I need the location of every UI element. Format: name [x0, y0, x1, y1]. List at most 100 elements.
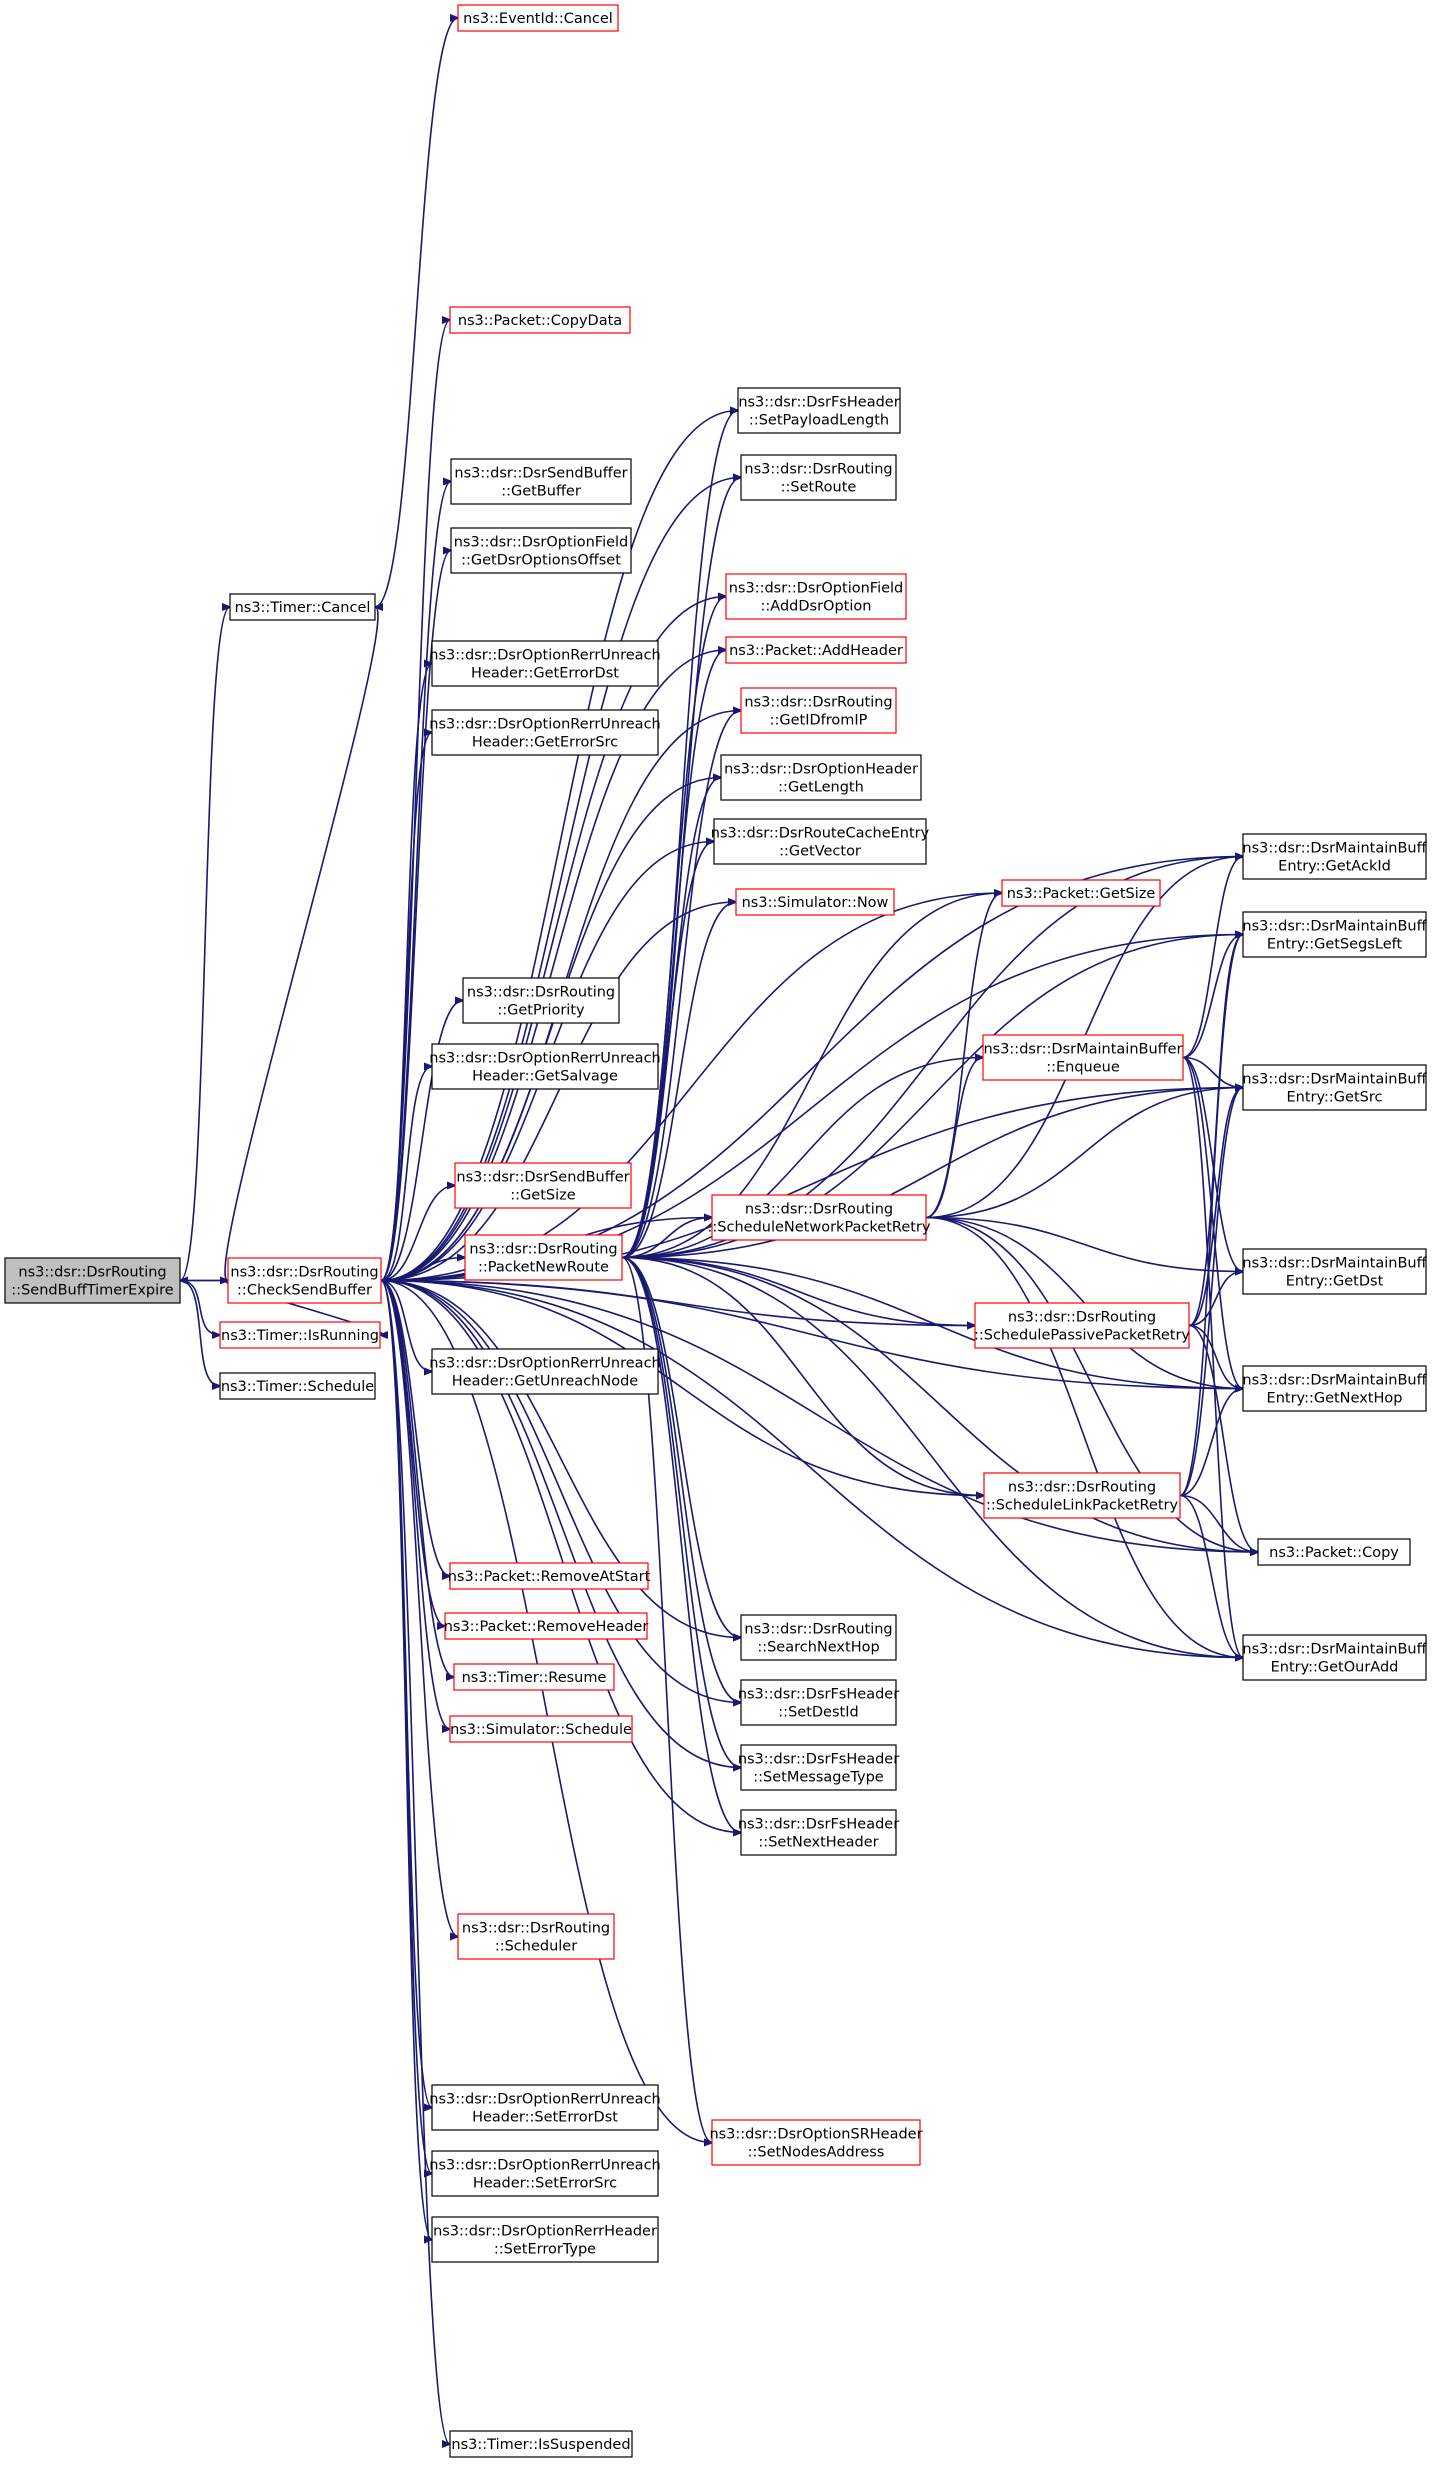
call-edge-packetnewroute-to-maintainbuffer_enqueue	[621, 1058, 983, 1259]
node-box	[1242, 1248, 1427, 1295]
node-label-line: ns3::dsr::DsrOptionHeader	[724, 762, 918, 778]
call-edge-schedulelinkpacketretry-to-packet_copy	[1179, 1494, 1258, 1553]
node-timer-resume[interactable]: ns3::Timer::Resume	[453, 1663, 615, 1691]
node-fsheader-setnextheader[interactable]: ns3::dsr::DsrFsHeader::SetNextHeader	[738, 1809, 899, 1856]
node-fsheader-setdestid[interactable]: ns3::dsr::DsrFsHeader::SetDestId	[738, 1679, 899, 1726]
call-edge-checksendbuffer-to-optionheader_getlength	[380, 778, 721, 1282]
node-label-line: Header::GetSalvage	[472, 1069, 618, 1085]
call-edge-packetnewroute-to-packet_addheader	[621, 650, 726, 1259]
node-label-line: ns3::dsr::DsrFsHeader	[738, 1687, 899, 1703]
node-maintainbuffer-enqueue[interactable]: ns3::dsr::DsrMaintainBuffer::Enqueue	[982, 1034, 1184, 1081]
node-srheader-setnodesaddress[interactable]: ns3::dsr::DsrOptionSRHeader::SetNodesAdd…	[709, 2119, 923, 2166]
node-sendbuffer-getbuffer[interactable]: ns3::dsr::DsrSendBuffer::GetBuffer	[450, 458, 632, 505]
call-edge-packetnewroute-to-schedulelinkpacketretry	[621, 1256, 984, 1496]
node-schedulepassivepacketretry[interactable]: ns3::dsr::DsrRouting::SchedulePassivePac…	[974, 1302, 1190, 1349]
node-packet-copy[interactable]: ns3::Packet::Copy	[1257, 1538, 1411, 1566]
node-timer-schedule[interactable]: ns3::Timer::Schedule	[219, 1372, 376, 1400]
call-edge-checksendbuffer-to-packet_removeheader	[380, 1279, 445, 1627]
node-mbe-getouradd[interactable]: ns3::dsr::DsrMaintainBuffEntry::GetOurAd…	[1242, 1634, 1428, 1681]
node-root[interactable]: ns3::dsr::DsrRouting::SendBuffTimerExpir…	[4, 1257, 181, 1304]
node-rerr-seterrorsrc[interactable]: ns3::dsr::DsrOptionRerrUnreachHeader::Se…	[429, 2150, 661, 2197]
node-eventid-cancel[interactable]: ns3::EventId::Cancel	[457, 4, 619, 32]
node-label-line: ::SetPayloadLength	[749, 413, 889, 429]
node-schedulelinkpacketretry[interactable]: ns3::dsr::DsrRouting::ScheduleLinkPacket…	[983, 1472, 1181, 1519]
node-timer-isrunning[interactable]: ns3::Timer::IsRunning	[219, 1321, 381, 1349]
node-box	[1257, 1538, 1411, 1566]
call-edge-checksendbuffer-to-fsheader_setdestid	[380, 1279, 741, 1703]
node-rerr-getsalvage[interactable]: ns3::dsr::DsrOptionRerrUnreachHeader::Ge…	[429, 1043, 661, 1090]
node-packet-addheader[interactable]: ns3::Packet::AddHeader	[725, 636, 907, 664]
call-edge-packetnewroute-to-fsheader_setdestid	[621, 1256, 741, 1703]
call-edge-checksendbuffer-to-fsheader_setpayloadlength	[380, 411, 738, 1282]
node-label-line: ::GetPriority	[497, 1003, 585, 1019]
call-edge-checksendbuffer-to-routing_setroute	[380, 478, 741, 1282]
node-mbe-getnexthop[interactable]: ns3::dsr::DsrMaintainBuffEntry::GetNextH…	[1242, 1365, 1428, 1412]
node-rerr-geterrorsrc[interactable]: ns3::dsr::DsrOptionRerrUnreachHeader::Ge…	[429, 709, 661, 756]
call-edge-checksendbuffer-to-rerr_getsalvage	[380, 1067, 432, 1282]
node-routing-searchnexthop[interactable]: ns3::dsr::DsrRouting::SearchNextHop	[740, 1614, 897, 1661]
node-schedulenetworkpacketretry[interactable]: ns3::dsr::DsrRouting::ScheduleNetworkPac…	[708, 1194, 931, 1241]
call-edge-packetnewroute-to-schedulenetworkpacketretry	[621, 1218, 712, 1259]
node-timer-cancel[interactable]: ns3::Timer::Cancel	[229, 593, 376, 621]
call-edge-root-to-timer_cancel	[179, 607, 230, 1282]
node-label-line: ns3::dsr::DsrOptionSRHeader	[709, 2127, 922, 2143]
node-label-line: ::GetVector	[779, 844, 861, 860]
call-edge-checksendbuffer-to-mbe_getnexthop	[380, 1279, 1243, 1389]
node-box	[740, 1744, 897, 1791]
node-label-line: ns3::dsr::DsrRouting	[230, 1265, 378, 1281]
node-mbe-getsegsleft[interactable]: ns3::dsr::DsrMaintainBuffEntry::GetSegsL…	[1242, 911, 1428, 958]
node-packetnewroute[interactable]: ns3::dsr::DsrRouting::PacketNewRoute	[464, 1234, 623, 1281]
node-label-line: ns3::Timer::Cancel	[235, 600, 371, 616]
node-sendbuffer-getsize[interactable]: ns3::dsr::DsrSendBuffer::GetSize	[454, 1162, 632, 1209]
call-edge-schedulepassivepacketretry-to-mbe_getdst	[1188, 1272, 1243, 1327]
node-packet-getsize[interactable]: ns3::Packet::GetSize	[1001, 879, 1161, 907]
node-packet-removeatstart[interactable]: ns3::Packet::RemoveAtStart	[448, 1562, 651, 1590]
node-box	[740, 687, 897, 734]
node-rerr-geterrordst[interactable]: ns3::dsr::DsrOptionRerrUnreachHeader::Ge…	[429, 640, 661, 687]
node-rerr-seterrordst[interactable]: ns3::dsr::DsrOptionRerrUnreachHeader::Se…	[429, 2084, 661, 2131]
node-label-line: Entry::GetDst	[1286, 1274, 1384, 1290]
node-label-line: ns3::dsr::DsrRouting	[467, 985, 615, 1001]
node-checksendbuffer[interactable]: ns3::dsr::DsrRouting::CheckSendBuffer	[227, 1257, 382, 1304]
node-timer-issuspended[interactable]: ns3::Timer::IsSuspended	[449, 2430, 633, 2458]
node-box	[454, 1162, 632, 1209]
call-edge-timer_cancel-to-eventid_cancel	[374, 18, 458, 608]
node-label-line: Entry::GetSegsLeft	[1267, 937, 1403, 953]
call-edge-maintainbuffer_enqueue-to-mbe_getsrc	[1182, 1056, 1243, 1088]
call-edge-checksendbuffer-to-simulator_now	[380, 902, 736, 1282]
call-edge-checksendbuffer-to-mbe_getouradd	[380, 1279, 1243, 1658]
call-edge-checksendbuffer-to-fsheader_setmessagetype	[380, 1279, 741, 1768]
call-edge-checksendbuffer-to-packet_copydata	[380, 320, 450, 1282]
node-box	[457, 1913, 615, 1960]
node-simulator-schedule[interactable]: ns3::Simulator::Schedule	[449, 1715, 633, 1743]
node-fsheader-setpayloadlength[interactable]: ns3::dsr::DsrFsHeader::SetPayloadLength	[737, 387, 901, 434]
node-routecacheentry-getvector[interactable]: ns3::dsr::DsrRouteCacheEntry::GetVector	[711, 818, 930, 865]
node-optionfield-adddsroption[interactable]: ns3::dsr::DsrOptionField::AddDsrOption	[725, 573, 907, 620]
call-edge-checksendbuffer-to-routing_searchnexthop	[380, 1279, 741, 1638]
node-packet-copydata[interactable]: ns3::Packet::CopyData	[449, 306, 631, 334]
node-label-line: ::Scheduler	[495, 1939, 577, 1955]
node-routing-getidfromip[interactable]: ns3::dsr::DsrRouting::GetIDfromIP	[740, 687, 897, 734]
node-rerr-getunreachnode[interactable]: ns3::dsr::DsrOptionRerrUnreachHeader::Ge…	[429, 1348, 661, 1395]
node-optionfield-getoffset[interactable]: ns3::dsr::DsrOptionField::GetDsrOptionsO…	[450, 527, 632, 574]
node-label-line: ns3::dsr::DsrRouting	[462, 1921, 610, 1937]
node-routing-scheduler[interactable]: ns3::dsr::DsrRouting::Scheduler	[457, 1913, 615, 1960]
node-fsheader-setmessagetype[interactable]: ns3::dsr::DsrFsHeader::SetMessageType	[738, 1744, 899, 1791]
node-label-line: ns3::dsr::DsrRouting	[18, 1265, 166, 1281]
call-edge-packetnewroute-to-simulator_now	[621, 902, 736, 1259]
node-box	[725, 636, 907, 664]
node-box	[431, 640, 659, 687]
node-routing-getpriority[interactable]: ns3::dsr::DsrRouting::GetPriority	[462, 977, 620, 1024]
nodes-layer: ns3::dsr::DsrRouting::SendBuffTimerExpir…	[4, 4, 1428, 2458]
node-optionheader-getlength[interactable]: ns3::dsr::DsrOptionHeader::GetLength	[720, 754, 922, 801]
node-box	[450, 458, 632, 505]
node-simulator-now[interactable]: ns3::Simulator::Now	[735, 888, 895, 916]
node-rerrheader-seterrortype[interactable]: ns3::dsr::DsrOptionRerrHeader::SetErrorT…	[431, 2216, 659, 2263]
call-edge-schedulenetworkpacketretry-to-mbe_getouradd	[925, 1216, 1243, 1658]
node-packet-removeheader[interactable]: ns3::Packet::RemoveHeader	[444, 1612, 649, 1640]
node-routing-setroute[interactable]: ns3::dsr::DsrRouting::SetRoute	[740, 454, 897, 501]
call-edge-schedulenetworkpacketretry-to-maintainbuffer_enqueue	[925, 1058, 983, 1219]
